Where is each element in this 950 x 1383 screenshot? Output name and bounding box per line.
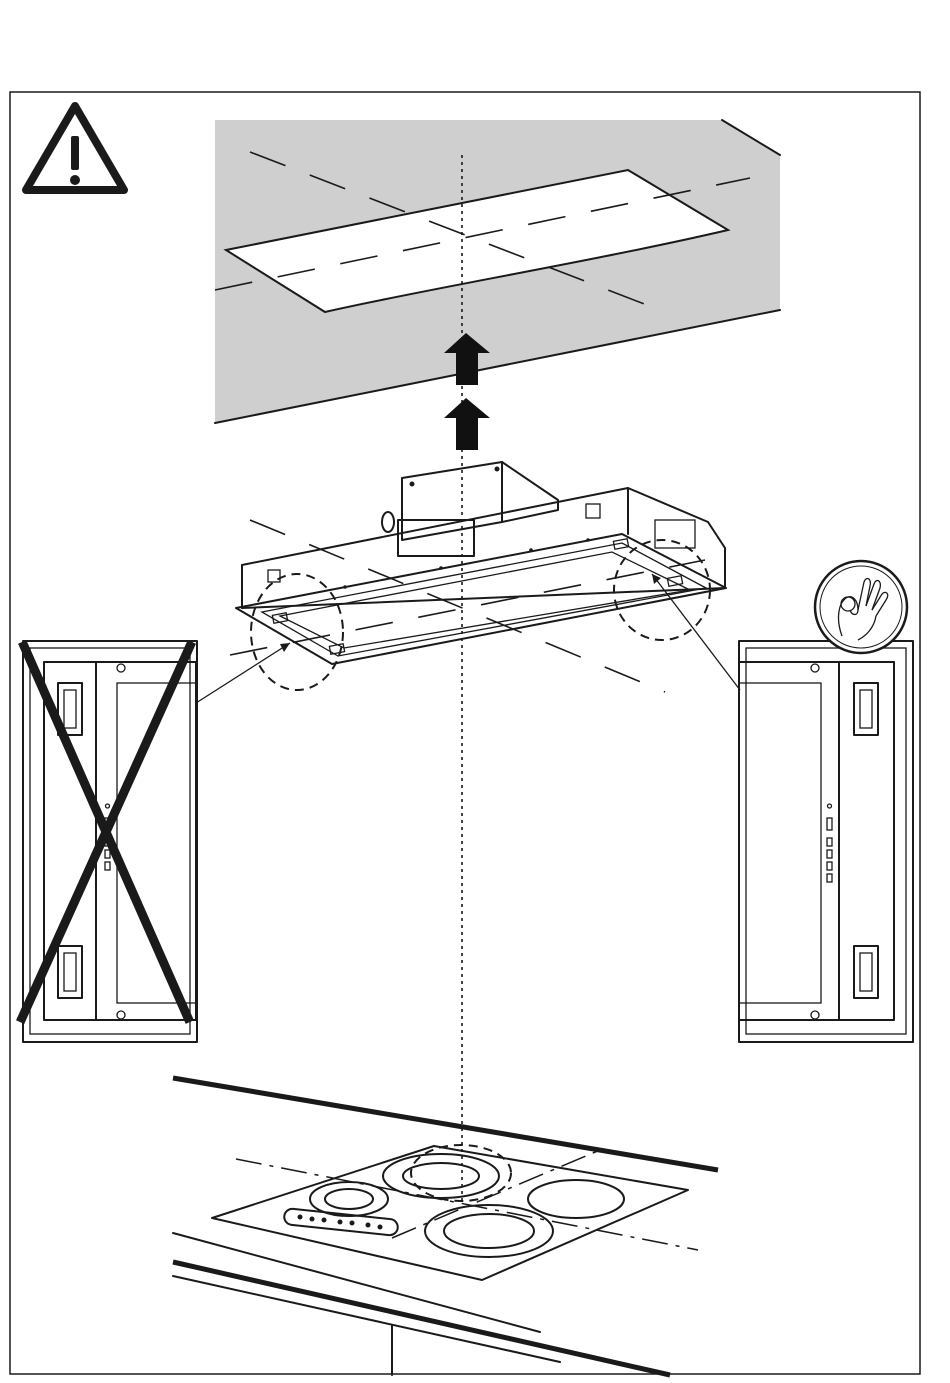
cross-mark-icon [22, 646, 190, 1018]
ceiling-panel [215, 120, 780, 423]
hob-center-zone [411, 1145, 511, 1201]
correct-orientation-panel [739, 641, 913, 1042]
ok-hand-icon [815, 561, 907, 653]
incorrect-orientation-panel [22, 641, 197, 1042]
warning-triangle-icon [26, 106, 124, 190]
cooker-hood-unit [236, 462, 726, 664]
up-arrow-icon [444, 333, 490, 450]
